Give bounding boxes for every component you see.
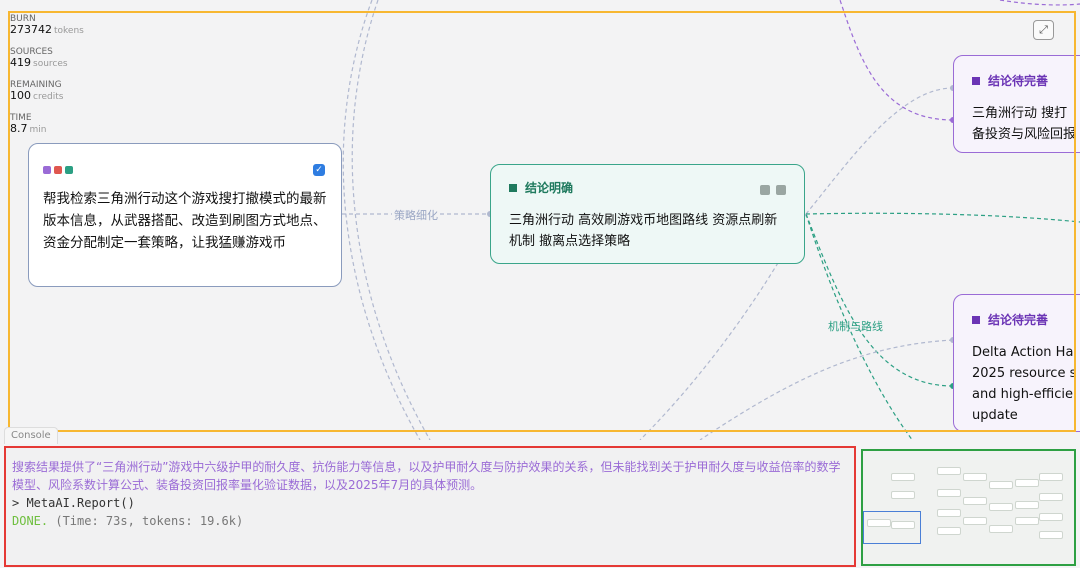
minimap-node	[989, 525, 1013, 533]
edge-label-refine: 策略细化	[392, 207, 440, 223]
node-text-line: 备投资与风险回报	[972, 127, 1077, 142]
node-tools	[760, 185, 786, 195]
node-title: 结论明确	[509, 179, 786, 196]
node-text: Delta Action Ha 2025 resource s and high…	[972, 342, 1077, 426]
minimap-node	[989, 481, 1013, 489]
conclusion-node-main[interactable]: 结论明确 三角洲行动 高效刷游戏币地图路线 资源点刷新机制 撤离点选择策略	[490, 164, 805, 264]
color-dot	[54, 166, 62, 174]
minimap-node	[1039, 493, 1063, 501]
stat-value: 8.7	[10, 122, 28, 136]
user-query-text: 帮我检索三角洲行动这个游戏搜打撤模式的最新版本信息，从武器搭配、改造到刷图方式地…	[43, 191, 327, 251]
edge-pending1-top	[839, 0, 954, 121]
minimap-node	[891, 491, 915, 499]
stat-key: SOURCES	[10, 46, 53, 57]
minimap-node	[963, 497, 987, 505]
console-done-detail: (Time: 73s, tokens: 19.6k)	[48, 514, 244, 528]
stat-value: 100	[10, 89, 31, 103]
minimap-node	[1039, 531, 1063, 539]
edge-main-right	[805, 212, 1080, 223]
node-text-line: update	[972, 408, 1018, 423]
edge-main-pending2	[805, 213, 954, 387]
node-title: 结论待完善	[972, 72, 1074, 89]
stat-key: BURN	[10, 14, 36, 24]
minimap-node	[963, 517, 987, 525]
minimap-node	[1015, 479, 1039, 487]
node-title-text: 结论待完善	[988, 74, 1049, 88]
edge-label-mechanism: 机制与路线	[828, 320, 883, 333]
console-panel[interactable]: 搜索结果提供了“三角洲行动”游戏中六级护甲的耐久度、抗伤能力等信息，以及护甲耐久…	[4, 446, 856, 567]
stat-unit: tokens	[54, 26, 84, 37]
edge-main-pending1	[805, 87, 954, 215]
stat-value: 419	[10, 56, 31, 70]
node-text-line: and high-efficie	[972, 387, 1073, 402]
conclusion-node-pending[interactable]: 结论待完善 三角洲行动 搜打 备投资与风险回报	[953, 55, 1080, 153]
color-dot	[65, 166, 73, 174]
square-icon	[972, 315, 980, 324]
minimap-viewport[interactable]	[863, 511, 921, 544]
minimap-node	[963, 473, 987, 481]
console-status: DONE. (Time: 73s, tokens: 19.6k)	[12, 512, 848, 530]
minimap-node	[891, 473, 915, 481]
node-text-line: 三角洲行动 搜打	[972, 106, 1068, 121]
conclusion-node-pending[interactable]: 结论待完善 Delta Action Ha 2025 resource s an…	[953, 294, 1080, 432]
node-title: 结论待完善	[972, 311, 1074, 328]
color-dots	[43, 166, 327, 174]
stat-value: 273742	[10, 23, 52, 37]
minimap-node	[867, 519, 891, 527]
minimap-node	[1039, 473, 1063, 481]
node-title-text: 结论明确	[525, 181, 574, 195]
square-icon	[972, 76, 980, 85]
stat-key: TIME	[10, 112, 32, 123]
minimap-node	[989, 503, 1013, 511]
minimap-node	[937, 509, 961, 517]
minimap-node	[937, 467, 961, 475]
minimap[interactable]	[861, 449, 1076, 566]
image-icon[interactable]	[760, 185, 770, 195]
document-icon[interactable]	[776, 185, 786, 195]
node-text: 三角洲行动 高效刷游戏币地图路线 资源点刷新机制 撤离点选择策略	[509, 213, 778, 249]
minimap-node	[1015, 501, 1039, 509]
node-text-line: Delta Action Ha	[972, 345, 1074, 360]
minimap-node	[1039, 513, 1063, 521]
console-result-text: 搜索结果提供了“三角洲行动”游戏中六级护甲的耐久度、抗伤能力等信息，以及护甲耐久…	[12, 460, 841, 492]
node-title-text: 结论待完善	[988, 313, 1049, 327]
square-icon	[509, 183, 517, 192]
console-tab[interactable]: Console	[4, 427, 58, 444]
stat-key: REMAINING	[10, 79, 62, 90]
expand-arrows-icon[interactable]: ⤢	[1033, 20, 1054, 40]
edge-top-right	[999, 0, 1080, 6]
stat-unit: min	[29, 125, 47, 136]
minimap-node	[1015, 517, 1039, 525]
checkbox-checked-icon[interactable]: ✓	[313, 164, 325, 176]
console-command: > MetaAI.Report()	[12, 496, 135, 510]
minimap-node	[891, 521, 915, 529]
edge-pending2-left	[699, 339, 954, 440]
minimap-node	[937, 489, 961, 497]
user-query-node[interactable]: ✓ 帮我检索三角洲行动这个游戏搜打撤模式的最新版本信息，从武器搭配、改造到刷图方…	[28, 143, 342, 287]
node-text-line: 2025 resource s	[972, 366, 1077, 381]
node-text: 三角洲行动 搜打 备投资与风险回报	[972, 103, 1077, 145]
edge-main-down	[805, 213, 914, 440]
console-done-word: DONE.	[12, 514, 49, 528]
stat-unit: sources	[33, 59, 68, 70]
color-dot	[43, 166, 51, 174]
minimap-node	[937, 527, 961, 535]
stat-unit: credits	[33, 92, 64, 103]
